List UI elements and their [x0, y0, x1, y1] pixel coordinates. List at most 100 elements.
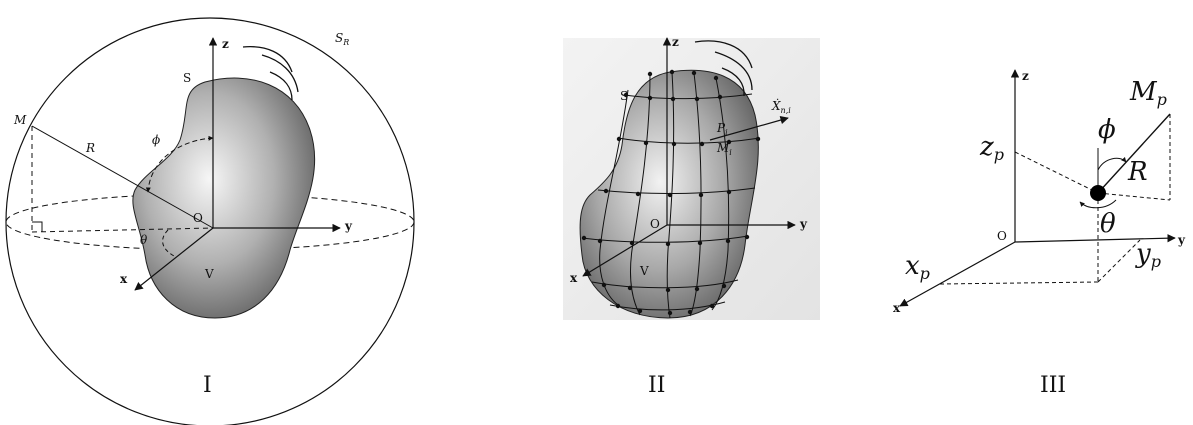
mesh-node: [601, 282, 607, 288]
xp-dash: [939, 281, 1099, 285]
mesh-node: [721, 283, 727, 289]
mesh-node: [629, 240, 635, 246]
label-velocity: Ẋn,i: [771, 98, 791, 115]
mesh-node: [627, 285, 633, 291]
x-axis: [134, 227, 214, 291]
mesh-line-long-5: [711, 77, 730, 311]
label-theta: θ: [140, 233, 148, 247]
label-xp: xp: [905, 251, 930, 283]
caption-panel-2: II: [648, 373, 665, 398]
label-z-3: z: [1022, 69, 1029, 83]
proj-dash: [1097, 192, 1171, 201]
label-phi: ϕ: [152, 133, 160, 147]
label-y: y: [344, 219, 353, 233]
label-sphere: SR: [335, 31, 349, 47]
mesh-node: [725, 238, 731, 244]
mesh-line-long-4: [689, 72, 702, 317]
mesh-node: [581, 235, 587, 241]
mesh-node: [647, 95, 653, 101]
yp-dash: [1097, 239, 1141, 283]
mesh-node: [726, 189, 732, 195]
label-y-3: y: [1177, 233, 1186, 247]
theta-arc: [162, 229, 175, 257]
mesh-nodes: [581, 69, 761, 316]
mesh-node: [691, 70, 697, 76]
theta-arc-3: [1079, 199, 1117, 209]
label-zp: zp: [979, 132, 1004, 164]
mesh-node: [667, 310, 673, 316]
mesh-line-long-2: [629, 73, 651, 316]
label-m-i: Mi: [716, 141, 732, 157]
label-y-2: y: [799, 217, 808, 231]
label-z-2: z: [672, 35, 679, 49]
mesh-node: [726, 139, 732, 145]
label-volume-2: V: [639, 264, 649, 278]
mesh-node: [635, 191, 641, 197]
mesh-node: [665, 287, 671, 293]
mesh-node: [697, 240, 703, 246]
mesh-line-lat-2: [617, 137, 761, 144]
equator-ellipse: [5, 193, 415, 251]
mesh-node: [616, 136, 622, 142]
phi-arc-3: [1097, 156, 1127, 171]
mesh-node: [637, 308, 643, 314]
mesh-node: [698, 192, 704, 198]
label-origin: O: [193, 211, 203, 225]
caption-panel-1: I: [203, 373, 212, 398]
label-radius: R: [85, 141, 95, 155]
wind-stroke-6: [721, 67, 745, 97]
mesh-node: [665, 241, 671, 247]
mesh-node: [694, 96, 700, 102]
mesh-node: [597, 238, 603, 244]
mesh-node: [670, 96, 676, 102]
mesh-line-lat-3: [597, 187, 756, 195]
mesh-node: [713, 75, 719, 81]
wind-stroke-3: [269, 71, 293, 101]
x-axis-2: [582, 224, 668, 277]
label-p-i: Pi: [716, 121, 728, 137]
mesh-line-lat-5: [591, 279, 739, 289]
mesh-node: [669, 69, 675, 75]
mesh-node: [694, 286, 700, 292]
velocity-vector: [709, 116, 789, 141]
label-x-3: x: [893, 301, 901, 315]
mesh-node: [717, 94, 723, 100]
label-z: z: [222, 37, 229, 51]
mesh-node: [647, 71, 653, 77]
label-radius-3: R: [1127, 157, 1148, 187]
label-surface-2: S: [620, 89, 628, 103]
mesh-node: [687, 309, 693, 315]
label-origin-2: O: [650, 217, 660, 231]
m-proj-dash: [31, 227, 214, 233]
mesh-node: [615, 303, 621, 309]
wind-stroke-2: [261, 54, 299, 93]
label-theta-3: θ: [1100, 209, 1116, 239]
label-point-m: M: [13, 113, 27, 127]
panel-1: z y x O S V SR M R ϕ θ I: [5, 17, 415, 425]
phi-arc: [145, 135, 214, 193]
right-angle-mark: [32, 221, 43, 232]
mesh-node: [603, 188, 609, 194]
panel-3: z y x O Mp zp xp yp ϕ θ R III: [893, 69, 1186, 398]
label-volume: V: [204, 267, 214, 281]
label-yp: yp: [1135, 239, 1161, 271]
point-marker: [1090, 185, 1106, 201]
mesh-node: [709, 303, 715, 309]
label-surface: S: [183, 71, 191, 85]
mesh-node: [667, 192, 673, 198]
mesh-node: [643, 140, 649, 146]
wind-stroke-4: [694, 40, 753, 69]
mesh-node: [623, 92, 629, 98]
zp-dash: [1014, 151, 1099, 194]
label-phi-3: ϕ: [1098, 115, 1116, 145]
radius-line: [31, 125, 214, 229]
mesh-line-long-1: [599, 89, 629, 306]
x-axis-3: [899, 241, 1016, 307]
wind-stroke-1: [242, 46, 293, 73]
mesh-node: [671, 141, 677, 147]
mesh-node: [755, 136, 761, 142]
panel-2: z y x O S V Pi Mi Ẋn,i II: [563, 35, 820, 398]
label-x: x: [120, 272, 128, 286]
mesh-node: [699, 141, 705, 147]
